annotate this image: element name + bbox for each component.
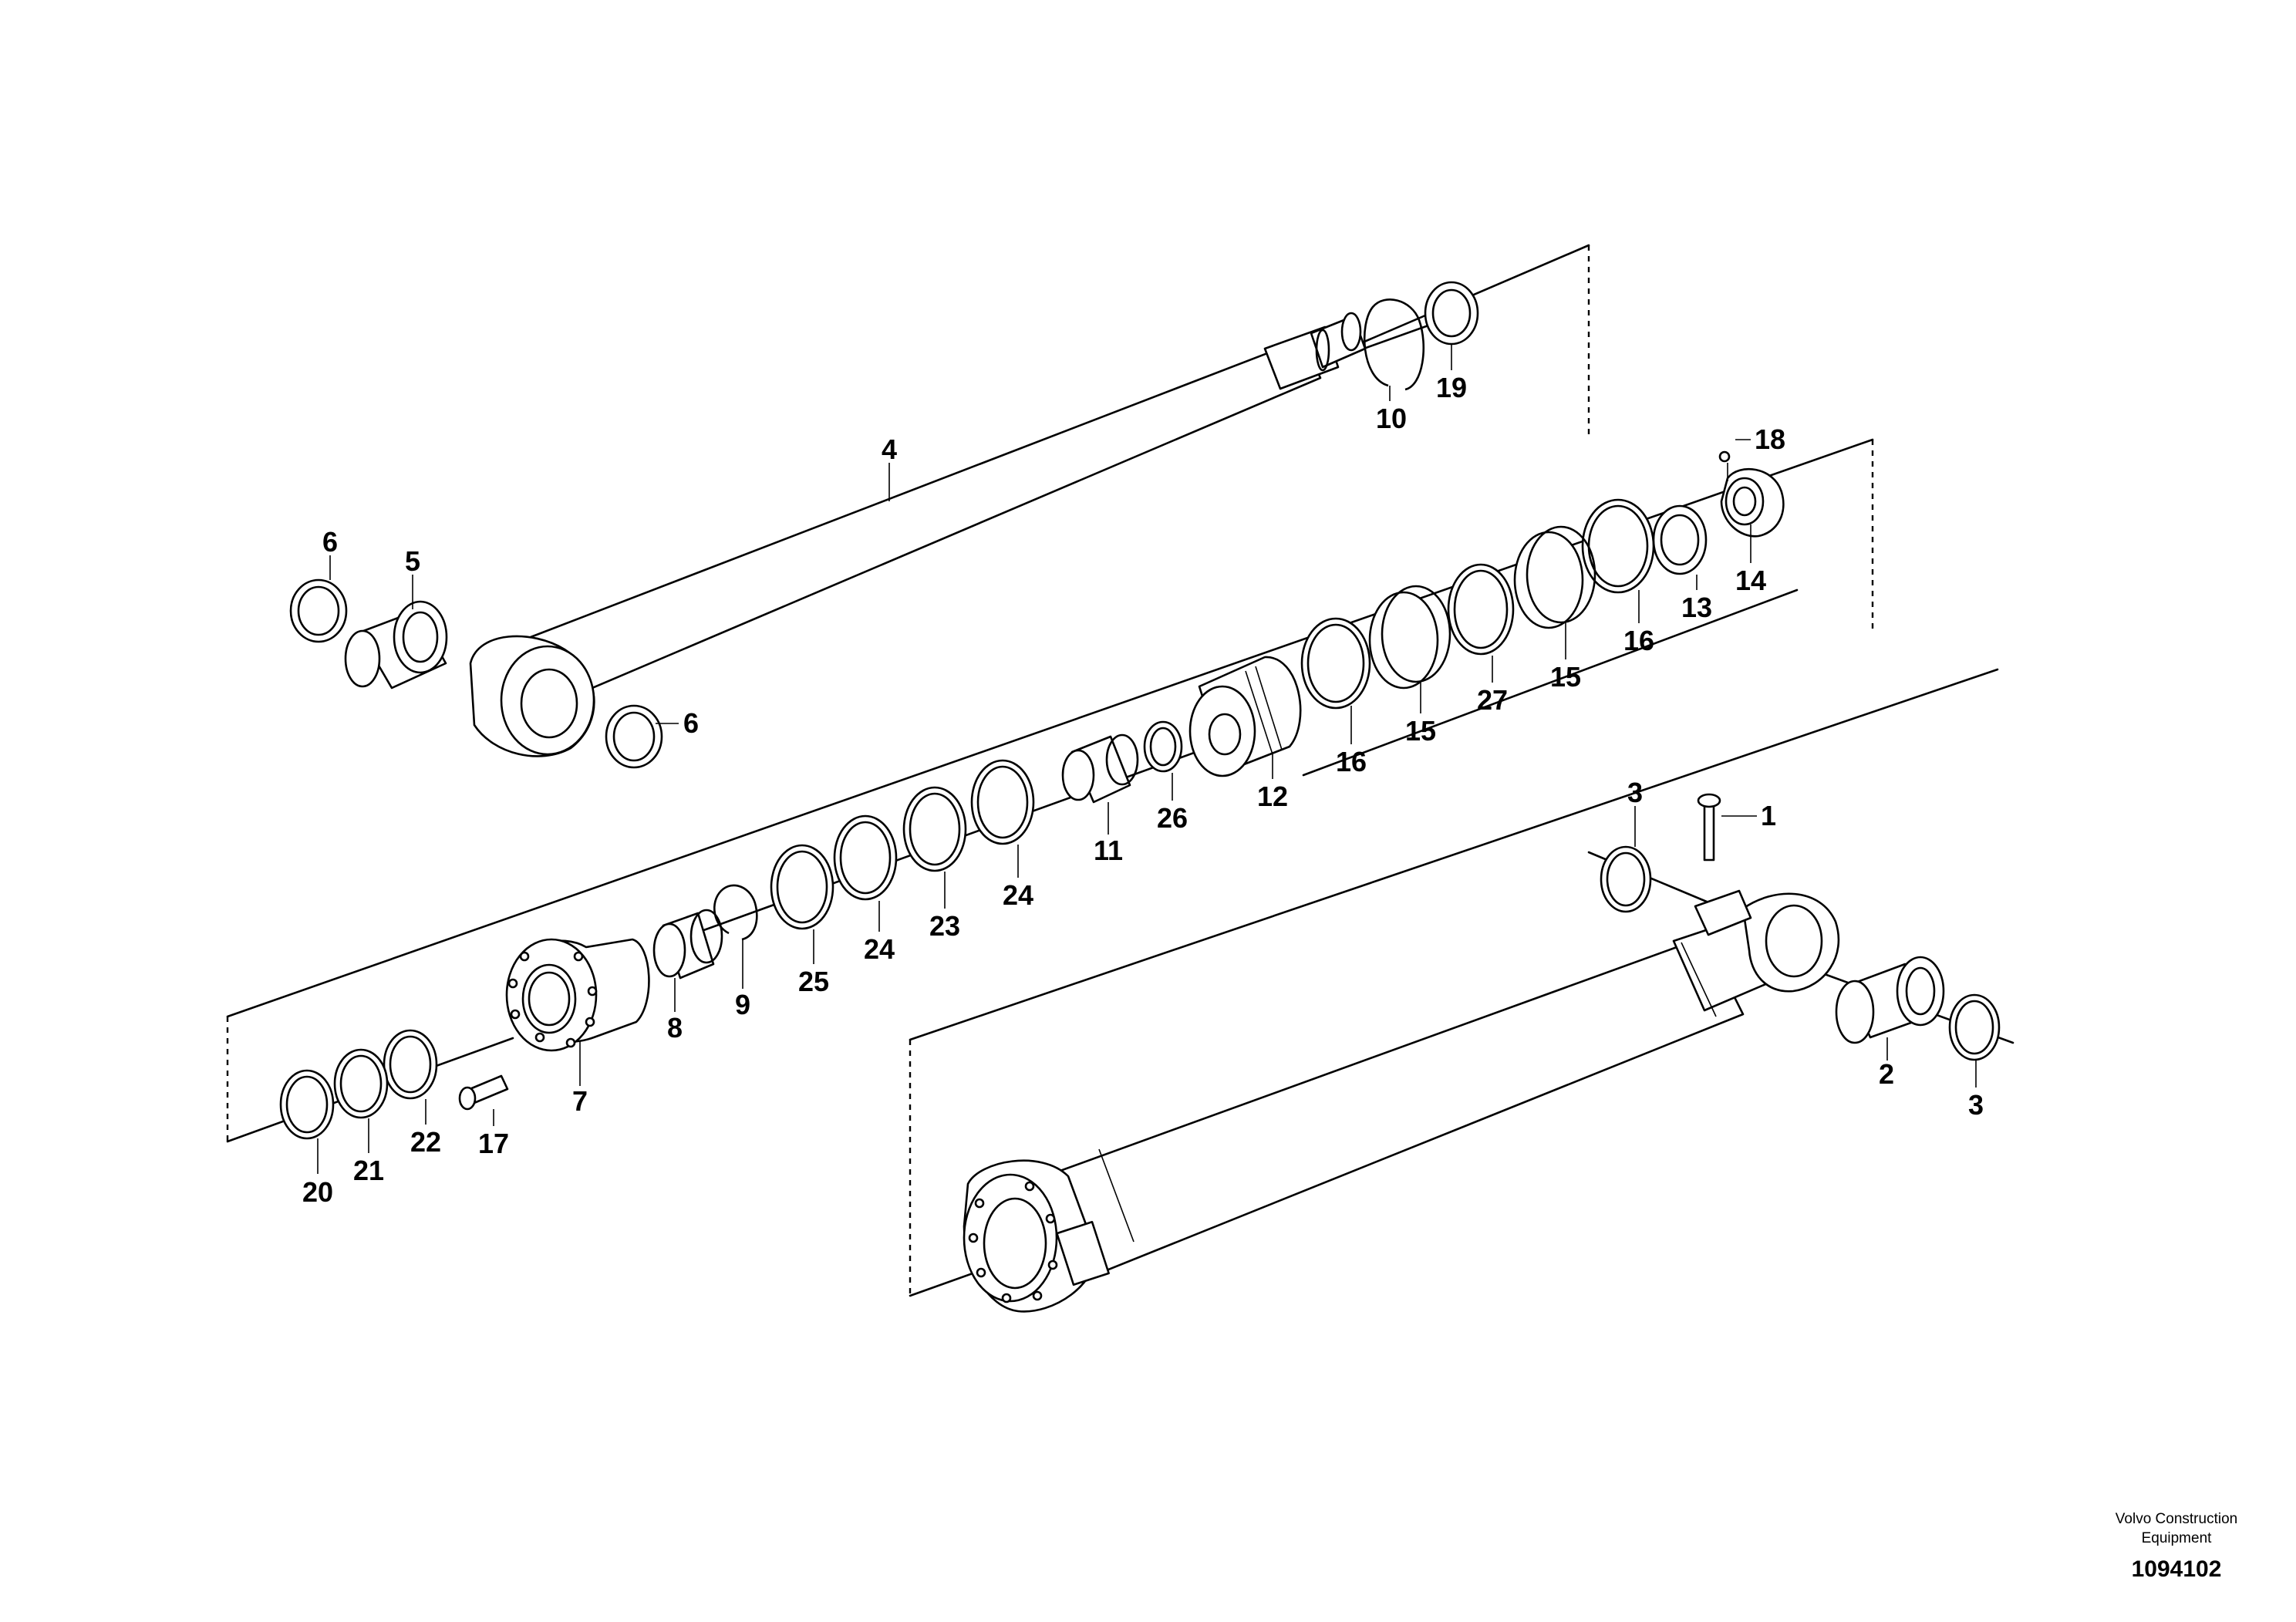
head-seal-22 [383, 1029, 438, 1100]
piston-washer [1652, 504, 1708, 575]
part-label-26: 26 [1157, 802, 1188, 834]
rod-eye-seal-right [605, 704, 663, 769]
part-label-8: 8 [667, 1012, 683, 1044]
part-label-24-left: 24 [864, 933, 895, 965]
part-label-9: 9 [735, 989, 750, 1020]
cylinder-head [505, 938, 650, 1052]
footer-credit: Volvo Construction Equipment 1094102 [2116, 1511, 2237, 1582]
part-label-13: 13 [1681, 592, 1712, 623]
part-label-4: 4 [882, 433, 897, 465]
part-label-1: 1 [1761, 800, 1776, 831]
part-label-27: 27 [1477, 684, 1508, 716]
head-seal-21 [333, 1048, 389, 1119]
tube-seal-right-3 [1948, 993, 2001, 1061]
part-label-23: 23 [929, 910, 960, 942]
part-label-17: 17 [478, 1128, 509, 1159]
part-label-25: 25 [798, 966, 829, 997]
head-seal-23 [902, 786, 967, 872]
part-label-16-right: 16 [1623, 625, 1654, 656]
piston-wear-ring-right-15 [1513, 525, 1596, 629]
leader-lines [317, 344, 1977, 1174]
part-label-12: 12 [1257, 781, 1288, 812]
part-label-18: 18 [1755, 423, 1785, 455]
credit-line-1: Volvo Construction [2116, 1511, 2237, 1527]
document-number: 1094102 [2132, 1556, 2222, 1582]
part-label-22: 22 [410, 1126, 441, 1158]
part-label-14: 14 [1735, 565, 1766, 596]
part-label-21: 21 [353, 1155, 384, 1186]
piston-wear-ring-left-15 [1368, 585, 1451, 690]
part-label-7: 7 [572, 1085, 588, 1117]
part-label-24-right: 24 [1003, 879, 1033, 911]
piston [1188, 656, 1302, 777]
part-label-10: 10 [1376, 403, 1407, 434]
part-label-15-left: 15 [1405, 715, 1436, 747]
cushion-sleeve-11 [1061, 733, 1139, 804]
part-label-20: 20 [302, 1176, 333, 1208]
part-label-2: 2 [1879, 1058, 1894, 1090]
part-label-3-tube-right: 3 [1968, 1089, 1984, 1121]
piston-seal-27 [1447, 563, 1515, 656]
part-label-15-right: 15 [1550, 661, 1581, 693]
credit-line-2: Equipment [2142, 1530, 2213, 1546]
head-bushing-8 [652, 909, 723, 980]
rod-eye-bushing [344, 600, 448, 690]
part-label-5: 5 [405, 545, 420, 577]
part-label-19: 19 [1436, 372, 1467, 403]
head-seal-20 [279, 1069, 335, 1140]
part-labels: 1 2 3 3 4 5 6 6 7 8 9 10 11 12 13 14 15 … [302, 372, 1984, 1208]
tube-bushing-2 [1835, 956, 1945, 1044]
part-label-16-left: 16 [1336, 746, 1367, 777]
tube-screw-1 [1697, 793, 1721, 862]
head-bolt-17 [458, 1074, 509, 1111]
head-seal-25 [770, 844, 834, 930]
part-label-6-top: 6 [322, 526, 338, 558]
part-label-3-tube-left: 3 [1627, 777, 1643, 808]
piston-seal-left-16 [1300, 617, 1371, 710]
cushion-ring-26 [1143, 720, 1183, 773]
tube-seal-left-3 [1600, 845, 1652, 913]
piston-nut [1718, 450, 1785, 538]
head-seal-left-24 [833, 814, 898, 901]
rod-eye-seal-left [289, 578, 348, 643]
part-label-6-right: 6 [683, 707, 699, 739]
piston-rod [469, 312, 1367, 757]
cylinder-tube [963, 889, 1840, 1313]
piston-seal-right-16 [1581, 498, 1655, 594]
part-label-11: 11 [1094, 835, 1123, 866]
head-seal-right-24 [970, 759, 1035, 845]
